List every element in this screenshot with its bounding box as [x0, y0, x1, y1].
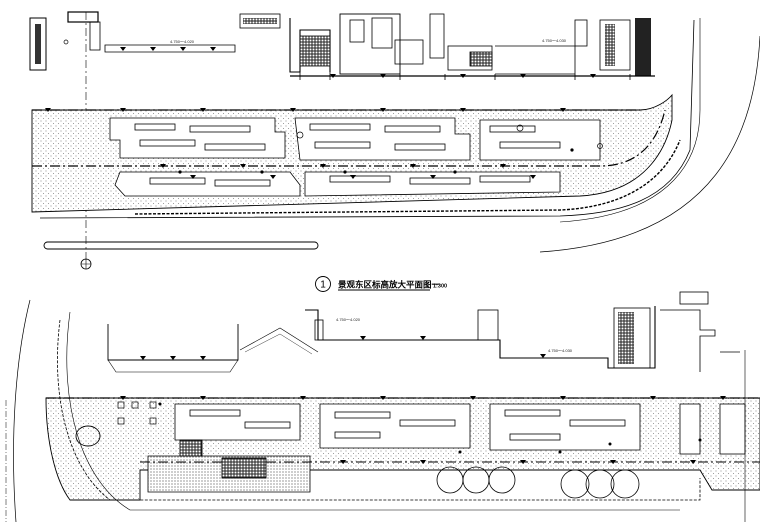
level-label-bottom-2: 4.750～4.030: [548, 348, 573, 353]
circled-number-icon: 1: [315, 276, 331, 292]
level-markers-upper-building: [120, 47, 596, 78]
level-markers-lower: [120, 336, 726, 464]
building-block-lower: [107, 291, 716, 373]
planting-beds-lower: [174, 403, 746, 455]
stair-block-1: [179, 439, 203, 457]
level-label-bottom-1: 4.750～4.020: [336, 317, 361, 322]
bollards-lower: [117, 401, 157, 425]
road-edge-upper: [539, 35, 760, 253]
drawing-title-text: 景观东区标高放大平面图一: [338, 280, 441, 290]
crosshair-circle-icon: [80, 258, 92, 270]
drawing-number: 1: [320, 280, 326, 291]
drawing-title: 1 景观东区标高放大平面图一 1:300: [315, 276, 447, 292]
level-label-top-1: 4.750～4.020: [170, 39, 195, 44]
level-markers-upper-zone: [45, 108, 574, 179]
long-bench: [43, 241, 319, 250]
tree-circles: [436, 466, 640, 499]
curb-line-upper: [134, 139, 681, 215]
planting-beds-upper: [109, 117, 601, 197]
oval-feature: [75, 425, 101, 447]
centre-line-upper: [32, 109, 666, 167]
road-edge-lower: [13, 299, 31, 522]
upper-plan: [29, 11, 760, 270]
stair-block-2: [221, 457, 267, 479]
drawing-scale: 1:300: [433, 284, 447, 290]
level-label-top-2: 4.750～4.030: [542, 38, 567, 43]
curb-line-lower: [57, 319, 701, 501]
building-block-upper: [29, 11, 655, 80]
lower-plan: [5, 291, 760, 522]
